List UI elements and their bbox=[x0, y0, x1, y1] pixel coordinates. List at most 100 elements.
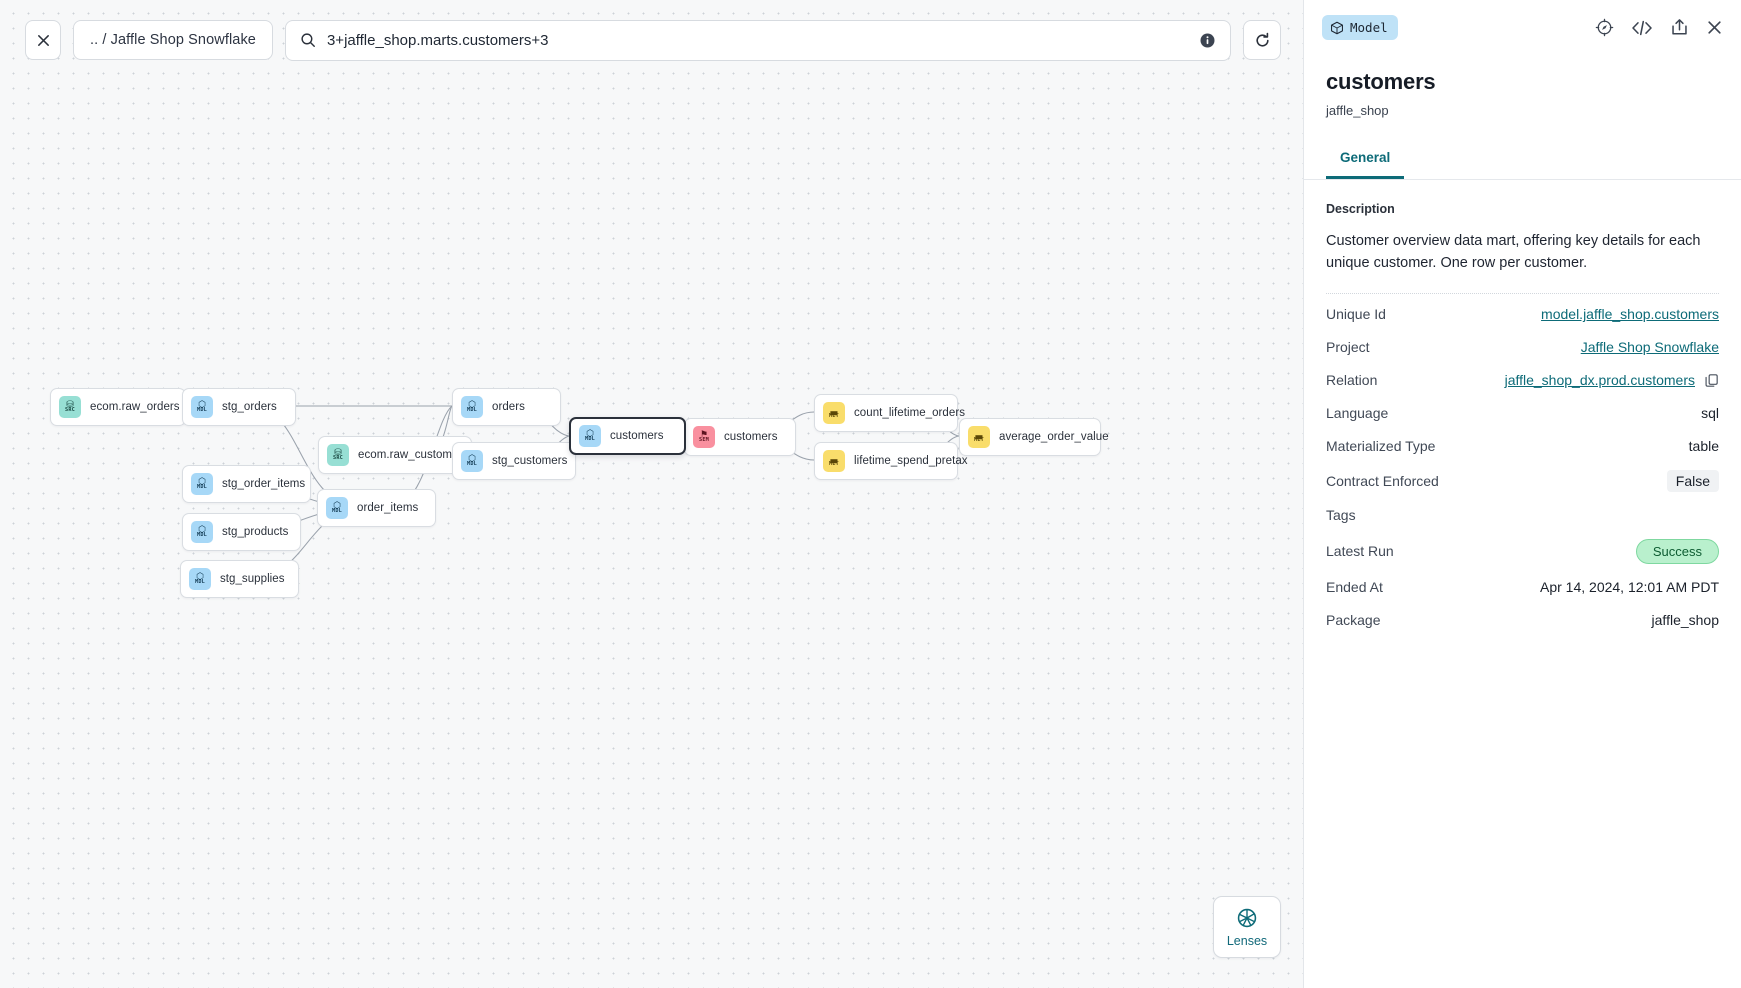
cube-icon bbox=[1331, 21, 1343, 34]
refresh-button[interactable] bbox=[1243, 20, 1281, 60]
lineage-canvas[interactable]: .. / Jaffle Shop Snowflake bbox=[0, 0, 1303, 988]
metadata-key: Language bbox=[1326, 405, 1389, 422]
metadata-value-wrap: table bbox=[1689, 438, 1719, 454]
panel-actions bbox=[1595, 18, 1723, 37]
metadata-value[interactable]: model.jaffle_shop.customers bbox=[1541, 306, 1719, 323]
page-title: customers bbox=[1326, 69, 1436, 94]
node-label: lifetime_spend_pretax bbox=[854, 455, 968, 467]
node-label: customers bbox=[610, 430, 664, 442]
metadata-key: Contract Enforced bbox=[1326, 472, 1439, 489]
node-label: stg_products bbox=[222, 526, 289, 538]
lineage-node-lifetime_spend_pretax[interactable]: ▃MET lifetime_spend_pretax bbox=[814, 442, 968, 480]
metadata-value-wrap: jaffle_shop bbox=[1652, 612, 1719, 628]
resource-type-chip[interactable]: Model bbox=[1322, 15, 1398, 40]
lineage-node-count_lifetime_orders[interactable]: ▃MET count_lifetime_orders bbox=[814, 394, 965, 432]
breadcrumb-label: .. / Jaffle Shop Snowflake bbox=[90, 32, 256, 48]
search-input[interactable] bbox=[326, 31, 1188, 49]
canvas-toolbar: .. / Jaffle Shop Snowflake bbox=[25, 19, 1281, 61]
metadata-value-wrap: model.jaffle_shop.customers bbox=[1541, 306, 1719, 322]
aperture-icon bbox=[1237, 908, 1257, 927]
search-icon bbox=[301, 33, 315, 47]
metadata-key: Project bbox=[1326, 339, 1370, 356]
lenses-label: Lenses bbox=[1226, 933, 1268, 948]
metadata-key: Tags bbox=[1326, 507, 1356, 524]
mdl-badge-icon: ⬡MDL bbox=[191, 396, 213, 418]
resource-type-label: Model bbox=[1350, 20, 1388, 35]
node-label: customers bbox=[724, 431, 778, 443]
metadata-key: Latest Run bbox=[1326, 543, 1394, 560]
lineage-node-stg_order_items[interactable]: ⬡MDL stg_order_items bbox=[182, 465, 311, 503]
metadata-value: jaffle_shop bbox=[1651, 612, 1719, 629]
node-label: order_items bbox=[357, 502, 419, 514]
lenses-button[interactable]: Lenses bbox=[1213, 896, 1281, 958]
description-heading: Description bbox=[1326, 202, 1395, 216]
node-label: stg_customers bbox=[492, 455, 568, 467]
lineage-node-stg_products[interactable]: ⬡MDL stg_products bbox=[182, 513, 301, 551]
page-subtitle: jaffle_shop bbox=[1326, 103, 1389, 118]
explore-icon bbox=[1595, 18, 1614, 37]
node-label: stg_order_items bbox=[222, 478, 306, 490]
met-badge-icon: ▃MET bbox=[823, 450, 845, 472]
mdl-badge-icon: ⬡MDL bbox=[189, 568, 211, 590]
metadata-row: Materialized Type table bbox=[1326, 430, 1719, 463]
metadata-row: Tags bbox=[1326, 499, 1719, 532]
metadata-value-wrap: Jaffle Shop Snowflake bbox=[1581, 339, 1719, 355]
metadata-value[interactable]: jaffle_shop_dx.prod.customers bbox=[1504, 372, 1695, 389]
close-lineage-button[interactable] bbox=[25, 20, 61, 60]
met-badge-icon: ▃MET bbox=[968, 426, 990, 448]
share-icon-button[interactable] bbox=[1670, 18, 1689, 37]
tab-general[interactable]: General bbox=[1326, 146, 1405, 179]
lineage-node-stg_customers[interactable]: ⬡MDL stg_customers bbox=[452, 442, 576, 480]
metadata-value-wrap: sql bbox=[1701, 405, 1719, 421]
metadata-value: False bbox=[1666, 469, 1719, 492]
close-panel-button[interactable] bbox=[1706, 19, 1723, 36]
panel-toolbar: Model bbox=[1304, 0, 1741, 55]
explore-icon-button[interactable] bbox=[1595, 18, 1614, 37]
node-label: count_lifetime_orders bbox=[854, 407, 965, 419]
metadata-value[interactable]: Jaffle Shop Snowflake bbox=[1580, 339, 1719, 356]
metadata-key: Unique Id bbox=[1326, 306, 1386, 323]
lineage-node-average_order_value[interactable]: ▃MET average_order_value bbox=[959, 418, 1109, 456]
metadata-value-wrap: Apr 14, 2024, 12:01 AM PDT bbox=[1540, 579, 1719, 595]
copy-icon[interactable] bbox=[1704, 373, 1719, 388]
mdl-badge-icon: ⬡MDL bbox=[191, 473, 213, 495]
node-label: average_order_value bbox=[999, 431, 1109, 443]
node-label: ecom.raw_orders bbox=[90, 401, 180, 413]
node-label: stg_orders bbox=[222, 401, 277, 413]
breadcrumb[interactable]: .. / Jaffle Shop Snowflake bbox=[73, 20, 273, 60]
share-icon bbox=[1672, 19, 1687, 35]
metadata-key: Materialized Type bbox=[1326, 438, 1436, 455]
lineage-node-stg_orders[interactable]: ⬡MDL stg_orders bbox=[182, 388, 296, 426]
search-bar[interactable] bbox=[284, 19, 1231, 61]
metadata-value: table bbox=[1688, 438, 1719, 455]
met-badge-icon: ▃MET bbox=[823, 402, 845, 424]
details-panel: Model bbox=[1303, 0, 1741, 988]
panel-content: Description Customer overview data mart,… bbox=[1304, 180, 1741, 988]
close-icon bbox=[1708, 21, 1721, 34]
lineage-node-customers_model[interactable]: ⬡MDL customers bbox=[569, 417, 686, 455]
metadata-value: Success bbox=[1635, 538, 1719, 564]
mdl-badge-icon: ⬡MDL bbox=[461, 450, 483, 472]
panel-header: customers jaffle_shop bbox=[1304, 55, 1741, 118]
metadata-row: Language sql bbox=[1326, 397, 1719, 430]
code-icon-button[interactable] bbox=[1631, 19, 1653, 37]
close-icon bbox=[37, 34, 49, 46]
node-label: orders bbox=[492, 401, 525, 413]
mdl-badge-icon: ⬡MDL bbox=[191, 521, 213, 543]
metadata-row: Unique Id model.jaffle_shop.customers bbox=[1326, 298, 1719, 331]
metadata-row: Latest Run Success bbox=[1326, 532, 1719, 571]
description-text: Customer overview data mart, offering ke… bbox=[1326, 233, 1701, 272]
refresh-icon bbox=[1255, 32, 1269, 47]
search-info-button[interactable] bbox=[1199, 32, 1216, 49]
src-badge-icon: ⛁SRC bbox=[327, 444, 349, 466]
mdl-badge-icon: ⬡MDL bbox=[579, 425, 601, 447]
panel-tabs: General bbox=[1304, 146, 1741, 180]
